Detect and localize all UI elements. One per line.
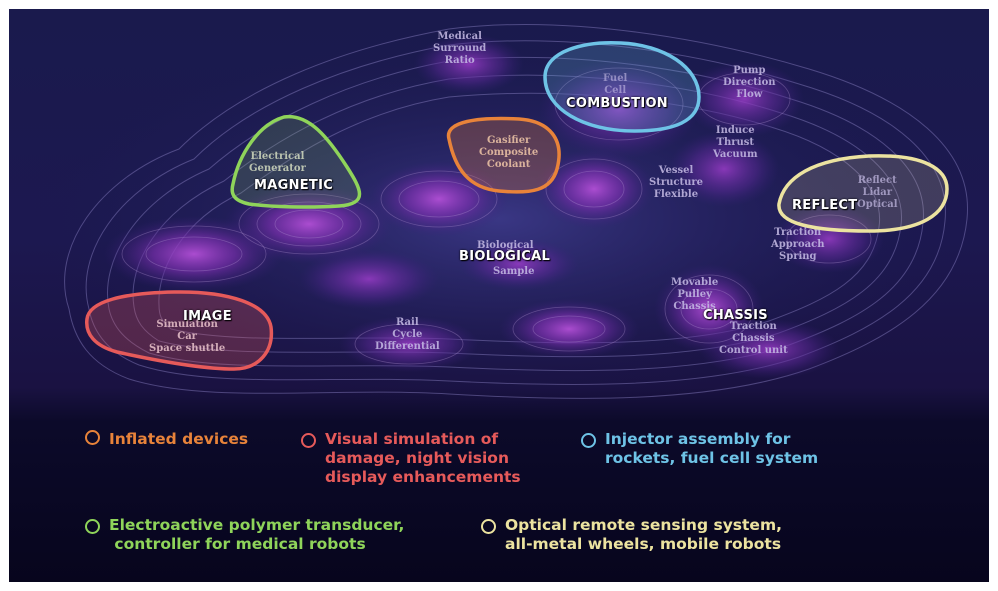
cluster-combustion: COMBUSTION <box>566 96 668 111</box>
circle-icon <box>85 519 100 534</box>
magnetic-outline <box>230 114 362 209</box>
density-blobs <box>104 34 884 379</box>
label-biological-sub: Sample <box>493 266 535 277</box>
legend-electroactive: Electroactive polymer transducer, contro… <box>85 516 404 554</box>
image-outline <box>85 290 274 371</box>
combustion-outline <box>543 41 701 133</box>
circle-icon <box>85 430 100 445</box>
legend-inflated: Inflated devices <box>85 430 248 449</box>
cluster-chassis: CHASSIS <box>703 308 768 323</box>
label-biological-top: Biological <box>477 240 534 251</box>
legend-injector: Injector assembly for rockets, fuel cell… <box>581 430 818 468</box>
cluster-biological: BIOLOGICAL <box>459 249 551 264</box>
gasifier-outline <box>446 116 561 194</box>
reflect-outline <box>777 154 949 233</box>
circle-icon <box>581 433 596 448</box>
circle-icon <box>481 519 496 534</box>
circle-icon <box>301 433 316 448</box>
cluster-reflect: REFLECT <box>792 198 858 213</box>
contour-map <box>29 24 969 409</box>
legend-visual: Visual simulation of damage, night visio… <box>301 430 521 487</box>
cluster-highlights <box>85 41 949 371</box>
legend-optical: Optical remote sensing system, all-metal… <box>481 516 782 554</box>
cluster-image: IMAGE <box>183 309 232 324</box>
cluster-magnetic: MAGNETIC <box>254 178 334 193</box>
